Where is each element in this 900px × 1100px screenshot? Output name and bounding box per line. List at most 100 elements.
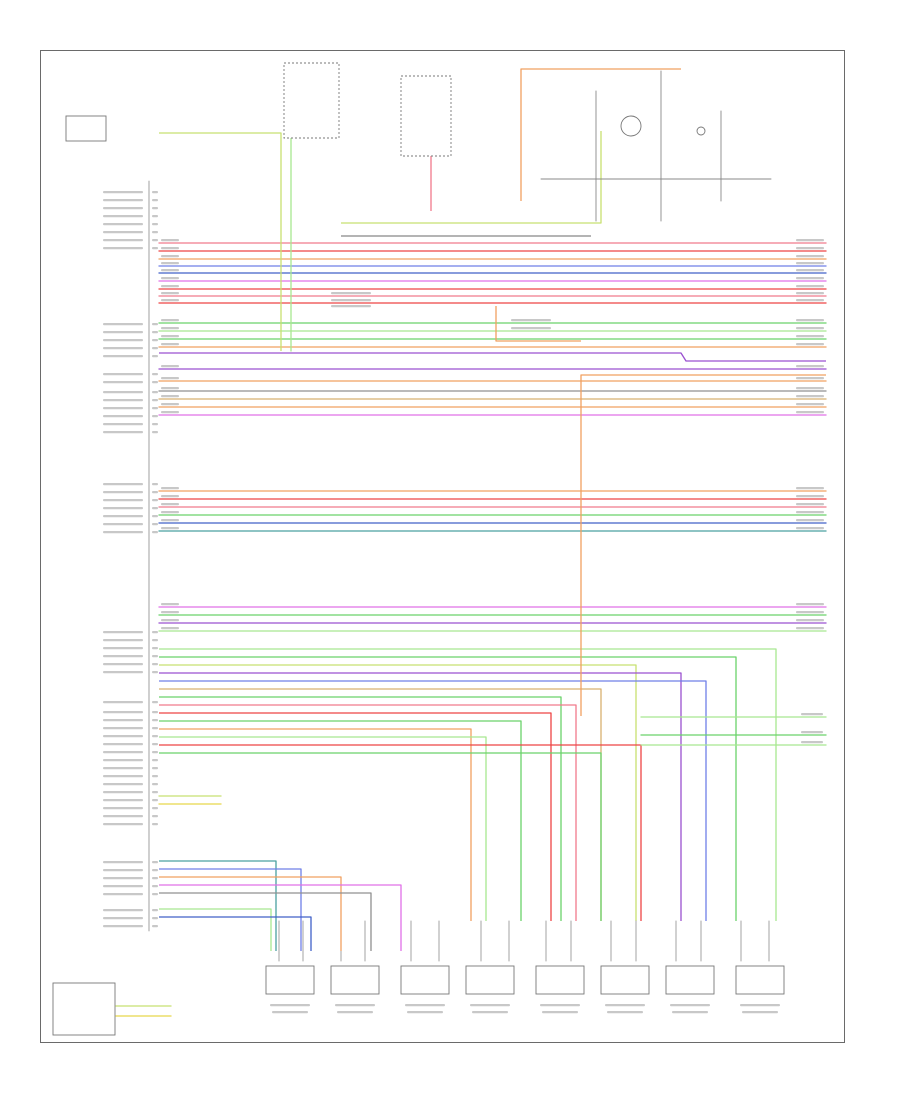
pin-number [152,925,158,928]
sensor-wire [159,752,602,921]
sensor-label [470,1004,510,1007]
pin-number [152,323,158,326]
sensor-wire [159,656,737,921]
sensor-wire [159,868,302,951]
pin-number [152,767,158,770]
pin-label [103,925,143,928]
pin-label [103,893,143,896]
wire-code [161,335,179,338]
component-box [65,115,107,142]
pin-number [152,223,158,226]
wire-code [161,327,179,330]
harness-wire [159,352,826,362]
wire-code [796,343,824,346]
pin-number [152,647,158,650]
pin-number [152,231,158,234]
sensor-wire [159,648,777,921]
component-box [52,982,116,1036]
switch-contact [696,126,706,136]
pin-label [103,751,143,754]
pin-label [103,531,143,534]
pin-number [152,247,158,250]
wire-code [796,387,824,390]
pin-label [103,491,143,494]
pin-number [152,655,158,658]
pin-label [103,701,143,704]
wire-code [161,603,179,606]
pin-label [103,711,143,714]
sensor-label [742,1011,778,1014]
sensor-label [605,1004,645,1007]
wiring-diagram [52,62,827,1036]
wire-code [331,299,371,302]
pin-number [152,531,158,534]
wire-code [796,619,824,622]
sensor-wire [159,876,342,951]
sensor-label [542,1011,578,1014]
wire-code [161,611,179,614]
pin-number [152,743,158,746]
sensor-label [540,1004,580,1007]
pin-label [103,823,143,826]
wire-code [161,395,179,398]
pin-label [103,735,143,738]
pin-label [103,381,143,384]
pin-number [152,807,158,810]
pin-number [152,239,158,242]
sensor-box [665,965,715,995]
wire-code [801,713,823,716]
wire-code [161,403,179,406]
pin-label [103,799,143,802]
pin-number [152,331,158,334]
sensor-wire [159,892,372,951]
wire-code [801,741,823,744]
pin-label [103,199,143,202]
pin-label [103,323,143,326]
pin-label [103,231,143,234]
pin-number [152,727,158,730]
wire-code [796,611,824,614]
pin-label [103,671,143,674]
pin-label [103,523,143,526]
pin-label [103,815,143,818]
wire-code [796,335,824,338]
wire-code [796,292,824,295]
pin-number [152,373,158,376]
pin-number [152,507,158,510]
pin-label [103,655,143,658]
pin-number [152,191,158,194]
wire-code [161,262,179,265]
pin-label [103,869,143,872]
pin-number [152,759,158,762]
pin-label [103,775,143,778]
pin-label [103,207,143,210]
pin-number [152,399,158,402]
harness-wire [520,68,681,201]
sensor-box [535,965,585,995]
pin-label [103,483,143,486]
wire-code [796,269,824,272]
pin-label [103,759,143,762]
harness-wire [159,132,282,351]
wire-code [161,411,179,414]
pin-label [103,347,143,350]
pin-number [152,893,158,896]
wire-code [796,403,824,406]
pin-label [103,885,143,888]
sensor-label [472,1011,508,1014]
wire-code [796,262,824,265]
wire-code [161,387,179,390]
pin-label [103,767,143,770]
pin-number [152,711,158,714]
pin-label [103,239,143,242]
wire-code [161,487,179,490]
sensor-wire [159,736,487,921]
pin-number [152,407,158,410]
sensor-box [600,965,650,995]
sensor-label [407,1011,443,1014]
wire-code [161,343,179,346]
pin-number [152,861,158,864]
pin-number [152,783,158,786]
pin-label [103,647,143,650]
pin-number [152,909,158,912]
